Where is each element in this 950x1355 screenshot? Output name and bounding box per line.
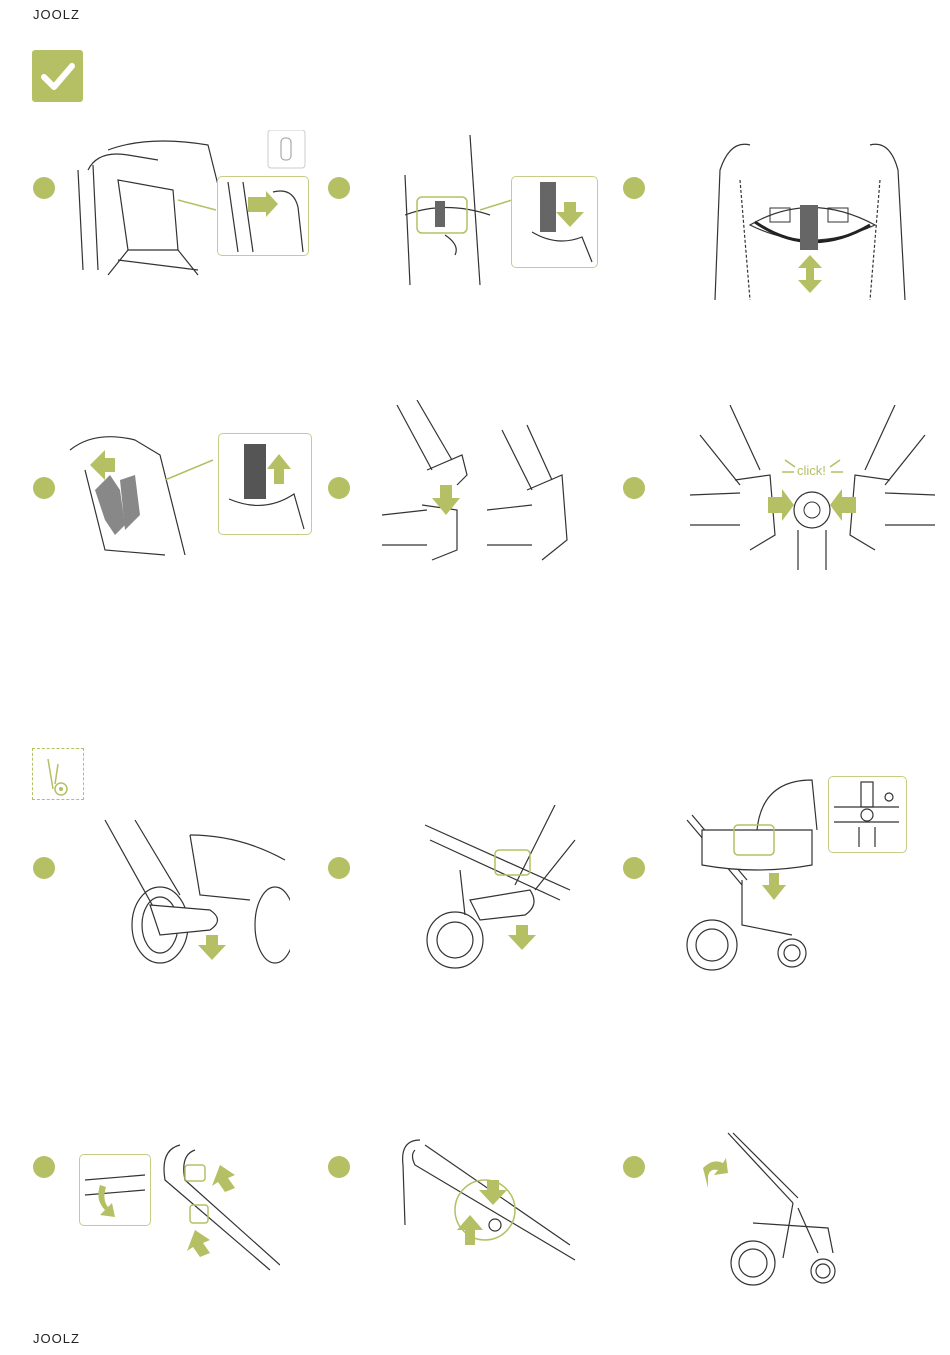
detail-inset	[217, 176, 309, 256]
step-marker	[623, 857, 645, 879]
illustration-folded-stroller	[698, 1128, 848, 1288]
step-marker	[33, 857, 55, 879]
illustration-adjust-height	[710, 140, 910, 305]
step-marker	[623, 1156, 645, 1178]
illustration-harness-adjust	[65, 430, 215, 560]
step-marker	[328, 1156, 350, 1178]
detail-inset	[218, 433, 312, 535]
brand-logo: JOOLZ	[33, 7, 80, 22]
step-marker	[328, 177, 350, 199]
step-marker	[33, 177, 55, 199]
detail-inset	[79, 1154, 151, 1226]
illustration-attach-bassinet	[682, 775, 832, 975]
detail-inset	[828, 776, 907, 853]
step-marker	[328, 857, 350, 879]
step-marker	[328, 477, 350, 499]
step-marker	[623, 177, 645, 199]
illustration-buckle-insert	[382, 400, 582, 565]
illustration-buckle-click	[690, 405, 935, 570]
click-label: click!	[797, 463, 826, 478]
illustration-swivel-lock	[420, 805, 580, 975]
step-marker	[33, 477, 55, 499]
checkmark-icon	[32, 50, 83, 102]
illustration-fold-lock	[395, 1135, 580, 1265]
detail-inset	[511, 176, 598, 268]
fold-stroller-icon	[32, 748, 84, 800]
step-marker	[623, 477, 645, 499]
footer-logo: JOOLZ	[33, 1331, 80, 1346]
illustration-fold-release	[150, 1140, 280, 1275]
illustration-brake-release	[100, 815, 290, 965]
step-marker	[33, 1156, 55, 1178]
